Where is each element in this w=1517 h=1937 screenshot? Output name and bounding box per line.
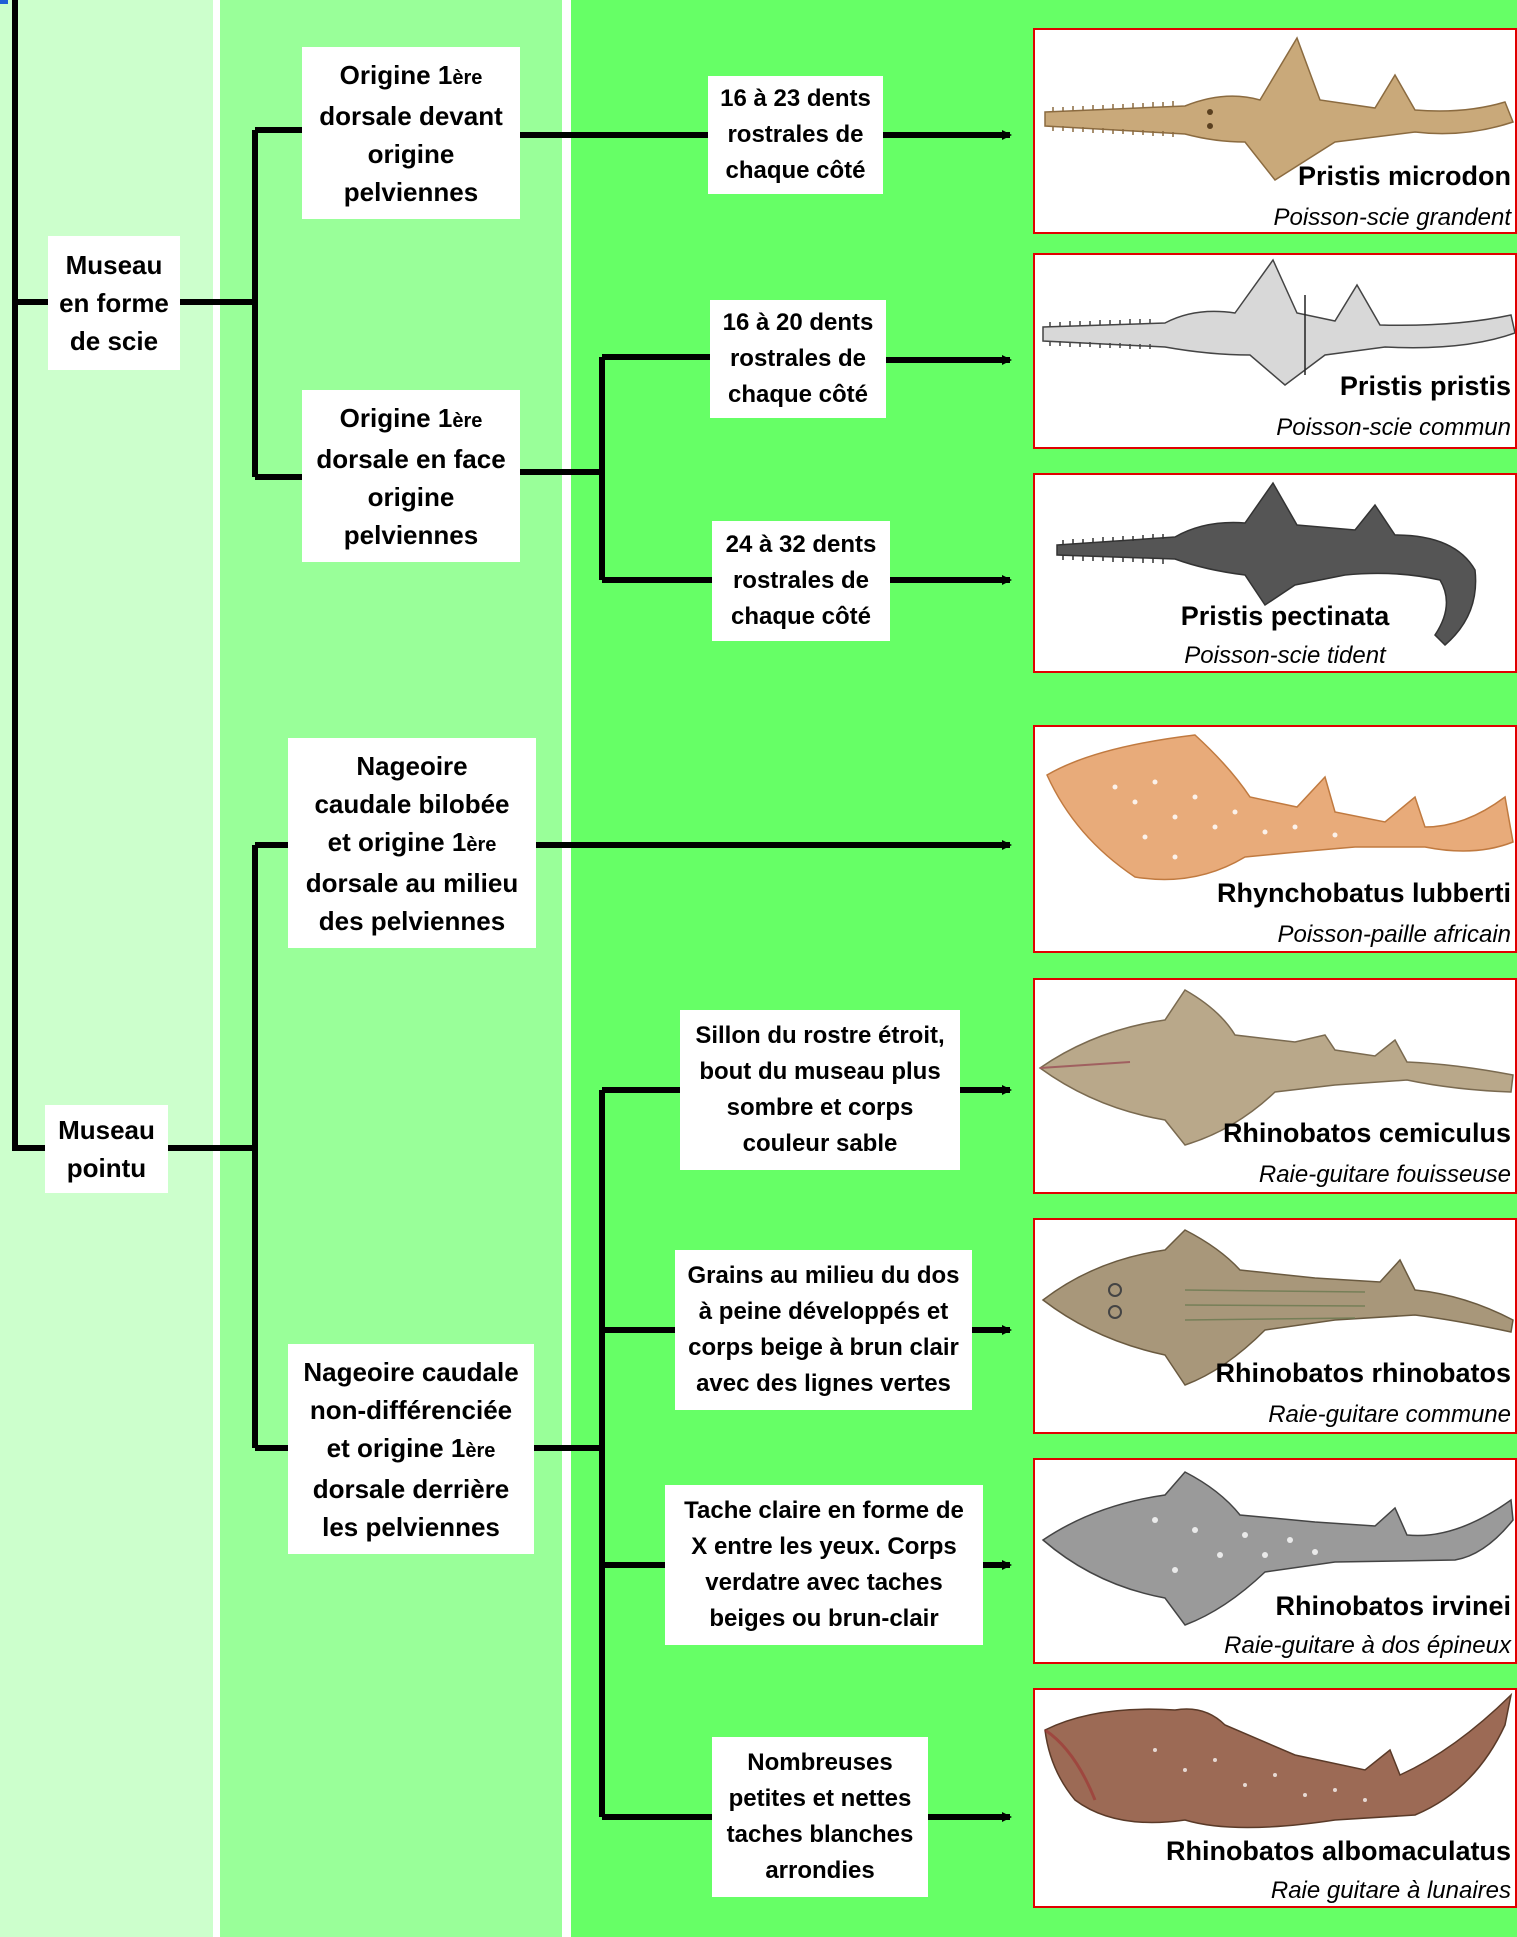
species-card-rhynchobatus-lubberti: Rhynchobatus lubberti Poisson-paille afr… <box>1033 725 1517 953</box>
teeth-16-23-line-1: 16 à 23 dents <box>720 81 871 117</box>
grains-line-4: avec des lignes vertes <box>696 1366 951 1402</box>
pointed-snout-box: Museau pointu <box>45 1105 168 1193</box>
tache-line-4: beiges ou brun-clair <box>709 1601 938 1637</box>
tache-line-1: Tache claire en forme de <box>684 1493 964 1529</box>
teeth-16-20-box: 16 à 20 dents rostrales de chaque côté <box>710 300 886 418</box>
undiff-line-2: non-différenciée <box>310 1391 512 1429</box>
teeth-16-20-line-1: 16 à 20 dents <box>723 305 874 341</box>
guitarfish-beige-photo-icon: Rhinobatos rhinobatos Raie-guitare commu… <box>1035 1220 1517 1434</box>
species-4-common: Poisson-paille africain <box>1278 921 1511 948</box>
tache-box: Tache claire en forme de X entre les yeu… <box>665 1485 983 1645</box>
species-card-rhinobatos-cemiculus: Rhinobatos cemiculus Raie-guitare fouiss… <box>1033 978 1517 1194</box>
tache-line-2: X entre les yeux. Corps <box>691 1529 956 1565</box>
species-4-scientific: Rhynchobatus lubberti <box>1217 878 1511 908</box>
sawfish-dark-illustration-icon: Pristis pectinata Poisson-scie tident <box>1035 475 1517 673</box>
species-6-common: Raie-guitare commune <box>1268 1401 1511 1428</box>
teeth-24-32-box: 24 à 32 dents rostrales de chaque côté <box>712 521 890 641</box>
teeth-16-20-line-3: chaque côté <box>728 377 868 413</box>
nombreuses-box: Nombreuses petites et nettes taches blan… <box>712 1737 928 1897</box>
bilobed-line-1: Nageoire <box>356 747 467 785</box>
guitarfish-sand-photo-icon: Rhinobatos cemiculus Raie-guitare fouiss… <box>1035 980 1517 1194</box>
bilobed-line-2: caudale bilobée <box>314 785 509 823</box>
species-5-scientific: Rhinobatos cemiculus <box>1223 1118 1511 1148</box>
species-card-rhinobatos-irvinei: Rhinobatos irvinei Raie-guitare à dos ép… <box>1033 1458 1517 1664</box>
sillon-line-2: bout du museau plus <box>699 1054 940 1090</box>
dorsal-before-line-1: Origine 1ère <box>340 56 483 97</box>
bilobed-line-5: des pelviennes <box>319 902 505 940</box>
saw-snout-line-1: Museau <box>66 246 163 284</box>
undiff-line-5: les pelviennes <box>322 1508 500 1546</box>
grains-line-1: Grains au milieu du dos <box>687 1258 959 1294</box>
nombreuses-line-3: taches blanches <box>727 1817 914 1853</box>
sawfish-tan-illustration-icon: Pristis microdon Poisson-scie grandent <box>1035 30 1517 234</box>
grains-line-3: corps beige à brun clair <box>688 1330 959 1366</box>
saw-branch <box>180 130 302 477</box>
sillon-line-1: Sillon du rostre étroit, <box>695 1018 944 1054</box>
pointed-snout-line-2: pointu <box>67 1149 146 1187</box>
undiff-line-3: et origine 1ère <box>327 1429 496 1470</box>
teeth-16-23-box: 16 à 23 dents rostrales de chaque côté <box>708 76 883 194</box>
teeth-24-32-line-3: chaque côté <box>731 599 871 635</box>
saw-snout-line-2: en forme <box>59 284 169 322</box>
species-8-scientific: Rhinobatos albomaculatus <box>1166 1836 1511 1866</box>
species-3-scientific: Pristis pectinata <box>1181 601 1391 631</box>
bilobed-line-4: dorsale au milieu <box>306 864 518 902</box>
species-1-common: Poisson-scie grandent <box>1274 204 1513 231</box>
species-1-scientific: Pristis microdon <box>1298 161 1511 191</box>
grains-box: Grains au milieu du dos à peine développ… <box>675 1250 972 1410</box>
sillon-line-3: sombre et corps <box>727 1090 914 1126</box>
dorsal-facing-line-3: origine <box>368 478 455 516</box>
species-card-pristis-pristis: Pristis pristis Poisson-scie commun <box>1033 253 1517 449</box>
nombreuses-line-2: petites et nettes <box>729 1781 912 1817</box>
grains-line-2: à peine développés et <box>699 1294 948 1330</box>
sawfish-stippled-illustration-icon: Pristis pristis Poisson-scie commun <box>1035 255 1517 449</box>
species-card-rhinobatos-albomaculatus: Rhinobatos albomaculatus Raie guitare à … <box>1033 1688 1517 1908</box>
undiff-line-1: Nageoire caudale <box>303 1353 518 1391</box>
species-7-common: Raie-guitare à dos épineux <box>1224 1632 1512 1659</box>
nombreuses-line-1: Nombreuses <box>747 1745 892 1781</box>
teeth-24-32-line-1: 24 à 32 dents <box>726 527 877 563</box>
bilobed-box: Nageoire caudale bilobée et origine 1ère… <box>288 738 536 948</box>
undiff-line-4: dorsale derrière <box>313 1470 510 1508</box>
trunk-line <box>15 0 45 1148</box>
species-2-scientific: Pristis pristis <box>1340 371 1511 401</box>
sillon-box: Sillon du rostre étroit, bout du museau … <box>680 1010 960 1170</box>
species-3-common: Poisson-scie tident <box>1184 642 1387 669</box>
undiff-branch <box>534 1090 712 1817</box>
dorsal-before-box: Origine 1ère dorsale devant origine pelv… <box>302 47 520 219</box>
guitarfish-grey-illustration-icon: Rhinobatos irvinei Raie-guitare à dos ép… <box>1035 1460 1517 1664</box>
dorsal-facing-line-1: Origine 1ère <box>340 399 483 440</box>
saw-snout-box: Museau en forme de scie <box>48 236 180 370</box>
dorsal-facing-line-4: pelviennes <box>344 516 478 554</box>
sillon-line-4: couleur sable <box>743 1126 898 1162</box>
dorsal-before-line-3: origine <box>368 135 455 173</box>
undifferentiated-box: Nageoire caudale non-différenciée et ori… <box>288 1344 534 1554</box>
bilobed-line-3: et origine 1ère <box>328 823 497 864</box>
teeth-24-32-line-2: rostrales de <box>733 563 869 599</box>
tache-line-3: verdatre avec taches <box>705 1565 943 1601</box>
nombreuses-line-4: arrondies <box>765 1853 874 1889</box>
species-card-rhinobatos-rhinobatos: Rhinobatos rhinobatos Raie-guitare commu… <box>1033 1218 1517 1434</box>
dorsal-facing-box: Origine 1ère dorsale en face origine pel… <box>302 390 520 562</box>
species-card-pristis-microdon: Pristis microdon Poisson-scie grandent <box>1033 28 1517 234</box>
dorsal-before-line-2: dorsale devant <box>319 97 503 135</box>
teeth-16-20-line-2: rostrales de <box>730 341 866 377</box>
guitarfish-red-brown-photo-icon: Rhinobatos albomaculatus Raie guitare à … <box>1035 1690 1517 1908</box>
species-6-scientific: Rhinobatos rhinobatos <box>1216 1358 1511 1388</box>
species-7-scientific: Rhinobatos irvinei <box>1275 1591 1511 1621</box>
teeth-16-23-line-2: rostrales de <box>727 117 863 153</box>
saw-snout-line-3: de scie <box>70 322 158 360</box>
dorsal-facing-line-2: dorsale en face <box>316 440 505 478</box>
wedgefish-orange-photo-icon: Rhynchobatus lubberti Poisson-paille afr… <box>1035 727 1517 953</box>
species-5-common: Raie-guitare fouisseuse <box>1259 1161 1511 1188</box>
teeth-16-23-line-3: chaque côté <box>725 153 865 189</box>
species-2-common: Poisson-scie commun <box>1276 414 1511 441</box>
species-card-pristis-pectinata: Pristis pectinata Poisson-scie tident <box>1033 473 1517 673</box>
pointed-branch <box>168 845 288 1448</box>
dorsal-before-line-4: pelviennes <box>344 173 478 211</box>
pointed-snout-line-1: Museau <box>58 1111 155 1149</box>
species-8-common: Raie guitare à lunaires <box>1271 1877 1511 1904</box>
dorsal-facing-branch <box>520 357 712 580</box>
